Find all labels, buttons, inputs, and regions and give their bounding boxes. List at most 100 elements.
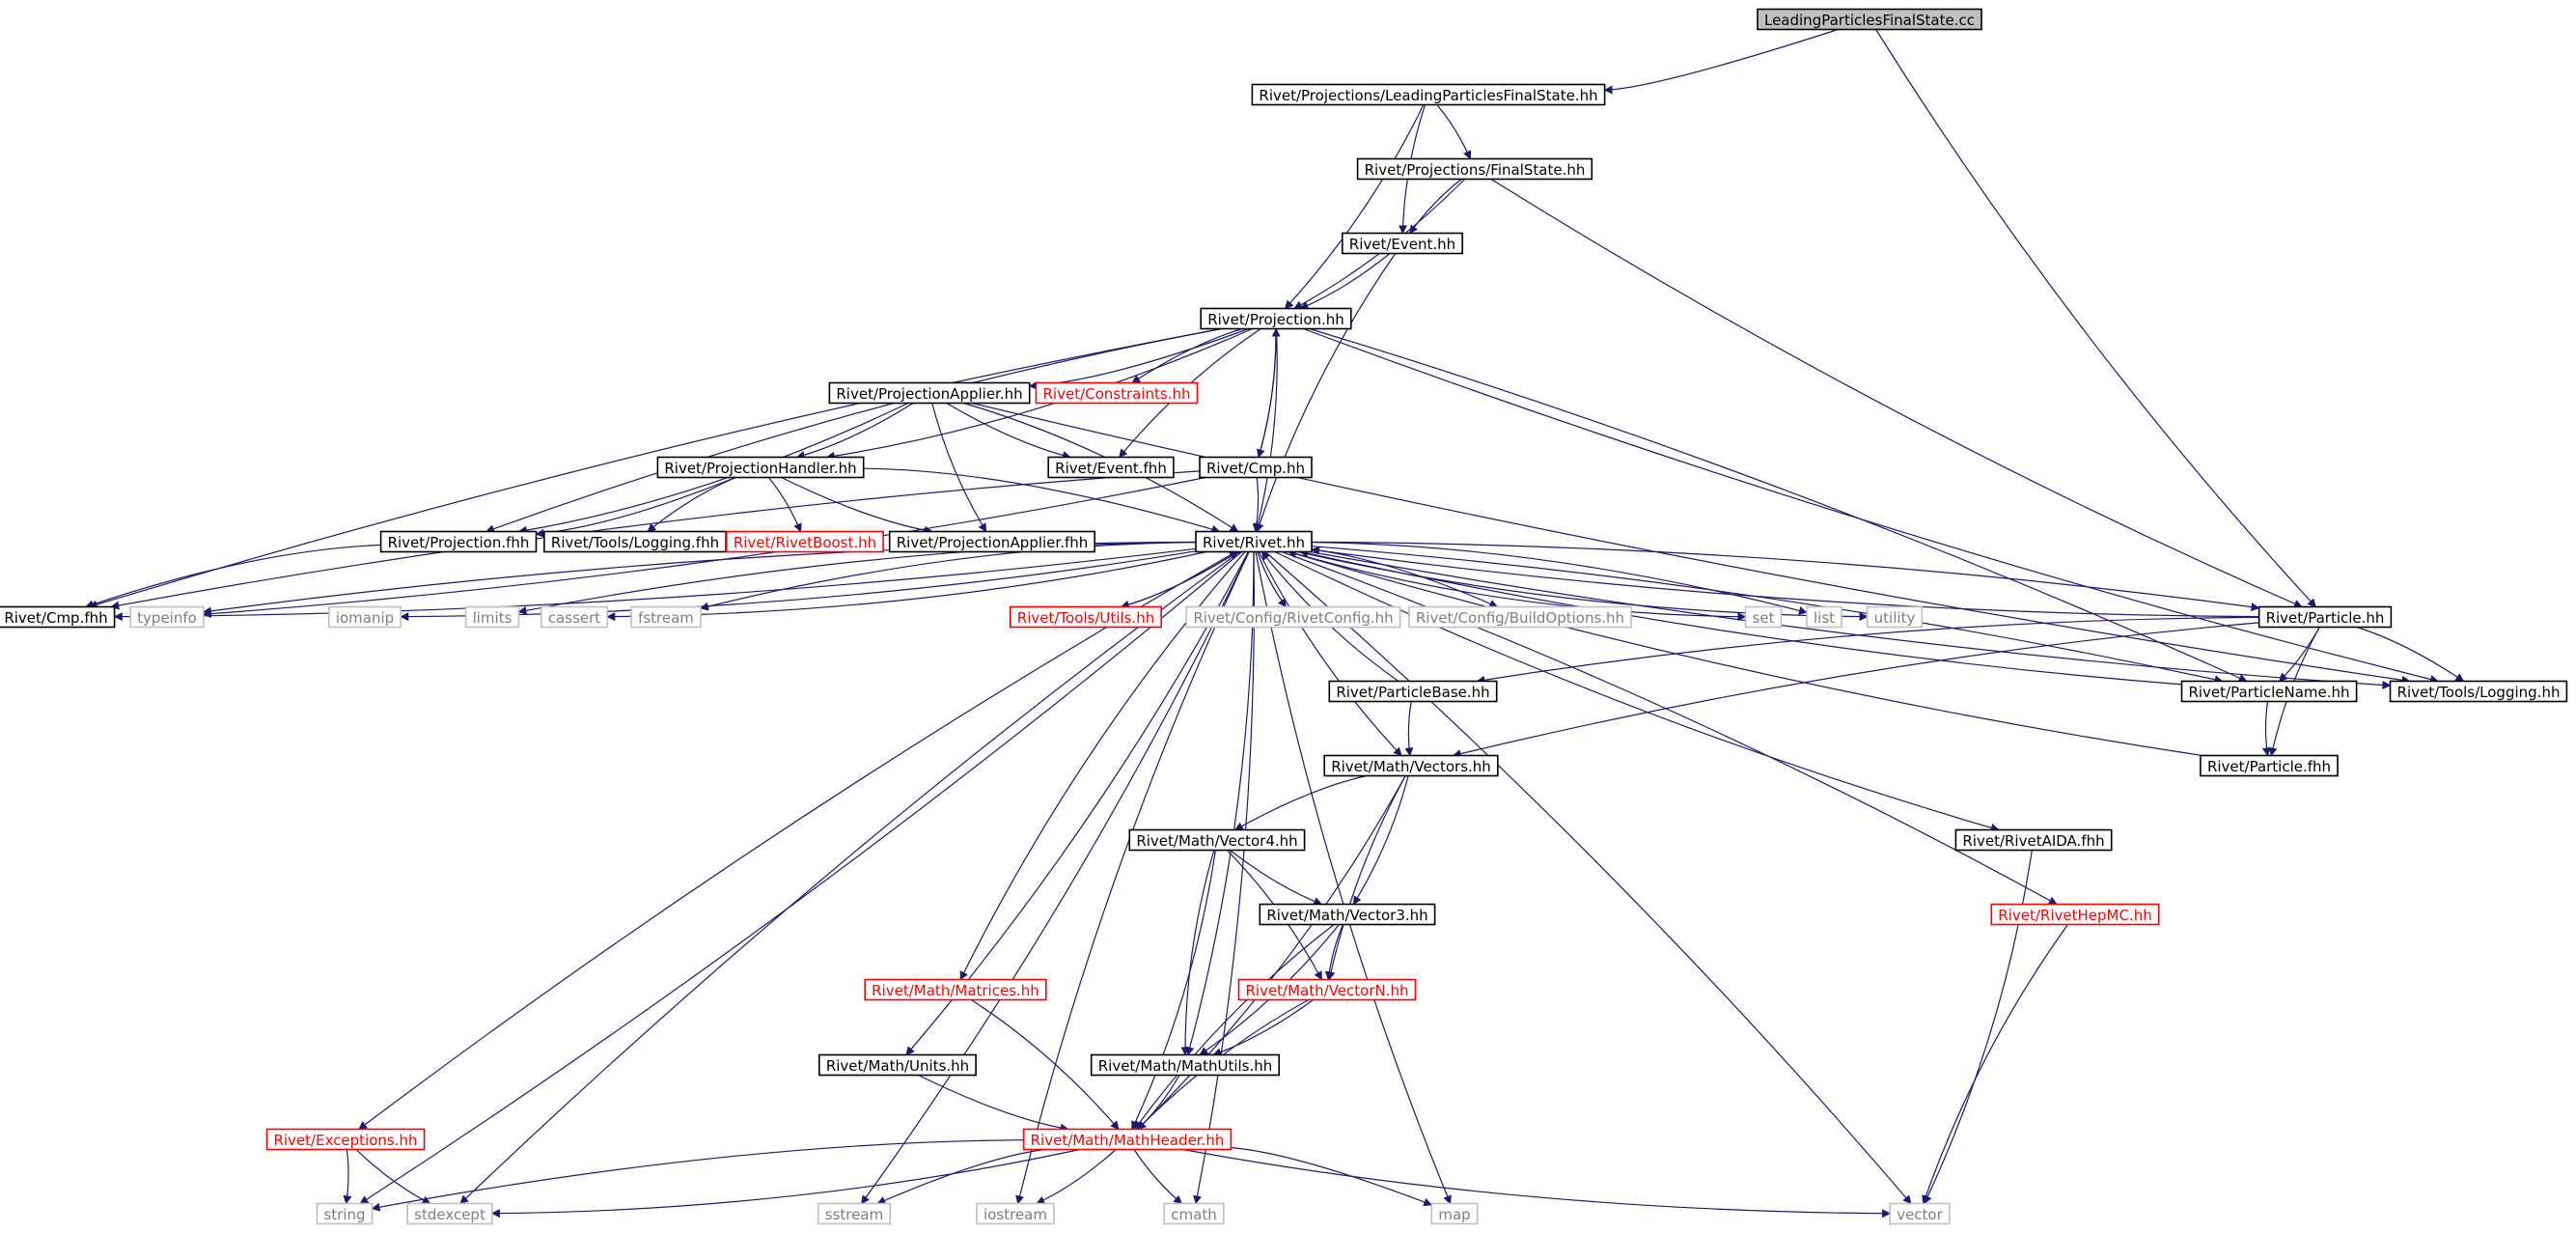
node-box (1757, 8, 1982, 31)
edge-particle-to-logginghh (2356, 626, 2465, 683)
node-rivet-particlebase-hh[interactable]: Rivet/ParticleBase.hh (1328, 680, 1498, 703)
node-label: Rivet/Tools/Logging.hh (2397, 684, 2561, 701)
edge-rivet-to-rivethepmc (1281, 550, 2058, 906)
node-box (1185, 605, 1401, 629)
node-rivet-event-fhh[interactable]: Rivet/Event.fhh (1047, 456, 1175, 479)
node-box (1195, 530, 1313, 553)
node-rivet-cmp-fhh[interactable]: Rivet/Cmp.fhh (0, 605, 116, 629)
node-box (265, 1128, 426, 1151)
node-rivet-math-vector3-hh[interactable]: Rivet/Math/Vector3.hh (1259, 903, 1436, 926)
node-rivet-rivet-hh[interactable]: Rivet/Rivet.hh (1195, 530, 1313, 553)
edge-fs-to-event (1409, 179, 1462, 235)
node-label: Rivet/Config/RivetConfig.hh (1193, 609, 1393, 627)
node-label: Rivet/Event.hh (1349, 236, 1455, 253)
node-rivet-math-mathheader-hh[interactable]: Rivet/Math/MathHeader.hh (1022, 1128, 1233, 1151)
node-label: Rivet/Constraints.hh (1043, 385, 1191, 403)
node-rivet-math-vectorn-hh[interactable]: Rivet/Math/VectorN.hh (1237, 978, 1417, 1001)
node-label: list (1814, 609, 1835, 627)
node-label: limits (473, 609, 512, 627)
node-rivet-exceptions-hh[interactable]: Rivet/Exceptions.hh (265, 1128, 426, 1151)
node-rivet-rivetboost-hh[interactable]: Rivet/RivetBoost.hh (725, 530, 884, 553)
node-rivet-math-vectors-hh[interactable]: Rivet/Math/Vectors.hh (1323, 754, 1499, 777)
node-box (1090, 1053, 1280, 1077)
edge-rivet-to-particlename (1311, 546, 2224, 685)
node-label: Rivet/Math/MathUtils.hh (1098, 1057, 1273, 1075)
edge-lpfs-to-fs (1436, 104, 1472, 160)
node-label: iostream (983, 1206, 1047, 1223)
node-box (817, 1053, 977, 1077)
edge-vectors-to-mathheader (1137, 775, 1406, 1131)
node-rivet-math-vector4-hh[interactable]: Rivet/Math/Vector4.hh (1128, 828, 1306, 852)
node-rivet-config-buildoptions-hh: Rivet/Config/BuildOptions.hh (1408, 605, 1632, 629)
node-label: Rivet/Math/Matrices.hh (872, 982, 1039, 999)
edge-rivet-to-vector (1264, 551, 1912, 1205)
edge-mathheader-to-sstream (876, 1148, 1045, 1205)
edge-vectorn-to-mathutils (1212, 999, 1314, 1056)
node-box (1408, 605, 1632, 629)
edge-projfhh-to-cmpfhh (85, 544, 381, 609)
node-rivet-event-hh[interactable]: Rivet/Event.hh (1342, 232, 1464, 255)
node-box (1430, 1202, 1479, 1225)
node-leadingparticlesfinalstate-cc[interactable]: LeadingParticlesFinalState.cc (1757, 8, 1982, 31)
node-rivet-projection-fhh[interactable]: Rivet/Projection.fhh (379, 530, 538, 553)
node-rivet-projections-leadingparticlesfinalstate-hh[interactable]: Rivet/Projections/LeadingParticlesFinalS… (1251, 83, 1606, 106)
node-rivet-tools-logging-fhh[interactable]: Rivet/Tools/Logging.fhh (543, 530, 727, 553)
node-label: utility (1874, 609, 1916, 627)
node-rivet-cmp-hh[interactable]: Rivet/Cmp.hh (1199, 456, 1313, 479)
node-rivet-projectionapplier-fhh[interactable]: Rivet/ProjectionApplier.fhh (888, 530, 1096, 553)
edge-mathheader-to-stdexcept (490, 1148, 1081, 1219)
node-box (1954, 828, 2113, 852)
node-rivet-rivethepmc-hh[interactable]: Rivet/RivetHepMC.hh (1990, 903, 2160, 926)
node-iostream: iostream (976, 1202, 1055, 1225)
node-rivet-particle-hh[interactable]: Rivet/Particle.hh (2257, 605, 2393, 629)
edge-mathheader-to-map (1231, 1147, 1433, 1207)
node-rivet-rivetaida-fhh[interactable]: Rivet/RivetAIDA.fhh (1954, 828, 2113, 852)
node-label: typeinfo (137, 609, 197, 627)
node-string: string (316, 1202, 374, 1225)
node-box (1889, 1202, 1951, 1225)
edge-cmp-to-proj (1258, 327, 1281, 458)
node-rivet-projections-finalstate-hh[interactable]: Rivet/Projections/FinalState.hh (1356, 157, 1593, 181)
edge-projhandler-to-projappfhh (781, 476, 933, 535)
node-label: Rivet/Particle.hh (2266, 609, 2385, 627)
node-box (888, 530, 1096, 553)
node-box (2200, 754, 2339, 777)
node-box (1328, 680, 1498, 703)
node-rivet-particle-fhh[interactable]: Rivet/Particle.fhh (2200, 754, 2339, 777)
node-rivet-math-matrices-hh[interactable]: Rivet/Math/Matrices.hh (864, 978, 1047, 1001)
node-rivet-constraints-hh[interactable]: Rivet/Constraints.hh (1035, 381, 1199, 405)
node-label: Rivet/ProjectionApplier.hh (836, 385, 1022, 403)
edge-vectors-to-vectorn (1326, 775, 1406, 981)
node-rivet-math-mathutils-hh[interactable]: Rivet/Math/MathUtils.hh (1090, 1053, 1280, 1077)
node-rivet-particlename-hh[interactable]: Rivet/ParticleName.hh (2180, 680, 2358, 703)
node-box (1047, 456, 1175, 479)
node-label: Rivet/ParticleBase.hh (1336, 684, 1489, 701)
edge-fs-to-particle (1490, 178, 2303, 608)
node-label: Rivet/Tools/Logging.fhh (551, 534, 719, 551)
edge-rivet-to-particle (1311, 541, 2260, 612)
node-rivet-projection-hh[interactable]: Rivet/Projection.hh (1200, 307, 1352, 330)
node-box (1342, 232, 1464, 255)
edge-projapp-to-projhandler (795, 402, 914, 460)
node-box (1806, 605, 1842, 629)
node-label: Rivet/Projection.hh (1207, 311, 1344, 328)
node-rivet-math-units-hh[interactable]: Rivet/Math/Units.hh (817, 1053, 977, 1077)
node-rivet-tools-utils-hh[interactable]: Rivet/Tools/Utils.hh (1010, 605, 1163, 629)
node-label: stdexcept (414, 1206, 485, 1223)
node-label: Rivet/Math/Units.hh (826, 1057, 969, 1075)
edge-rivethepmc-to-vector (1922, 924, 2068, 1205)
edge-mathheader-to-cmath (1133, 1149, 1183, 1205)
edge-particle-to-particlename (2278, 627, 2320, 683)
edge-projhandler-to-rivetboost (768, 477, 802, 533)
node-label: Rivet/RivetBoost.hh (734, 534, 876, 551)
node-rivet-projectionapplier-hh[interactable]: Rivet/ProjectionApplier.hh (828, 381, 1031, 405)
edge-projapp-to-eventfhh (946, 402, 1071, 460)
edge-rivet-to-iostream (1015, 551, 1250, 1205)
node-label: fstream (638, 609, 694, 627)
node-box (1022, 1128, 1233, 1151)
node-rivet-projectionhandler-hh[interactable]: Rivet/ProjectionHandler.hh (656, 456, 865, 479)
edge-cmp-to-cmpfhh (110, 470, 1201, 610)
edge-vector4-to-mathheader (1131, 850, 1216, 1131)
edge-event-to-rivet (1255, 253, 1397, 533)
node-rivet-tools-logging-hh[interactable]: Rivet/Tools/Logging.hh (2389, 680, 2568, 703)
